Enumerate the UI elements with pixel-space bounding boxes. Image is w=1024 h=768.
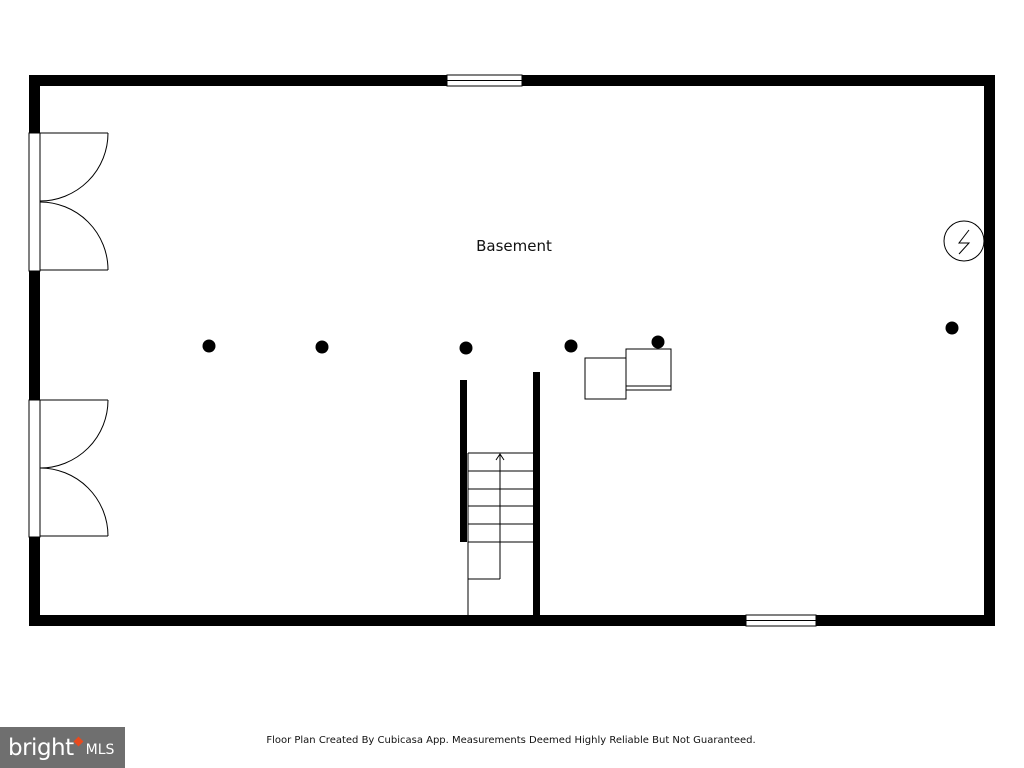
support-post <box>651 335 665 349</box>
support-post <box>945 321 959 335</box>
appliances <box>584 348 672 400</box>
logo-accent-icon <box>73 736 84 747</box>
disclaimer-text: Floor Plan Created By Cubicasa App. Meas… <box>266 735 756 746</box>
room-label-basement: Basement <box>476 237 552 255</box>
window-top <box>446 74 523 87</box>
support-post <box>202 339 216 353</box>
window-bottom <box>745 614 817 627</box>
dryer <box>625 348 672 391</box>
double-door-upper <box>28 132 109 272</box>
exterior-walls <box>29 75 995 626</box>
electrical-panel-icon <box>943 220 985 262</box>
stair-walls <box>460 372 540 618</box>
stair-direction-arrow-icon <box>495 453 505 461</box>
double-door-lower <box>28 399 109 538</box>
washer <box>584 357 627 400</box>
logo-wordmark: bright <box>8 734 74 761</box>
staircase <box>467 452 533 615</box>
support-post <box>315 340 329 354</box>
support-post <box>459 341 473 355</box>
support-post <box>564 339 578 353</box>
bright-mls-logo: bright MLS <box>0 727 125 768</box>
support-posts <box>202 321 959 355</box>
logo-suffix: MLS <box>85 741 115 758</box>
